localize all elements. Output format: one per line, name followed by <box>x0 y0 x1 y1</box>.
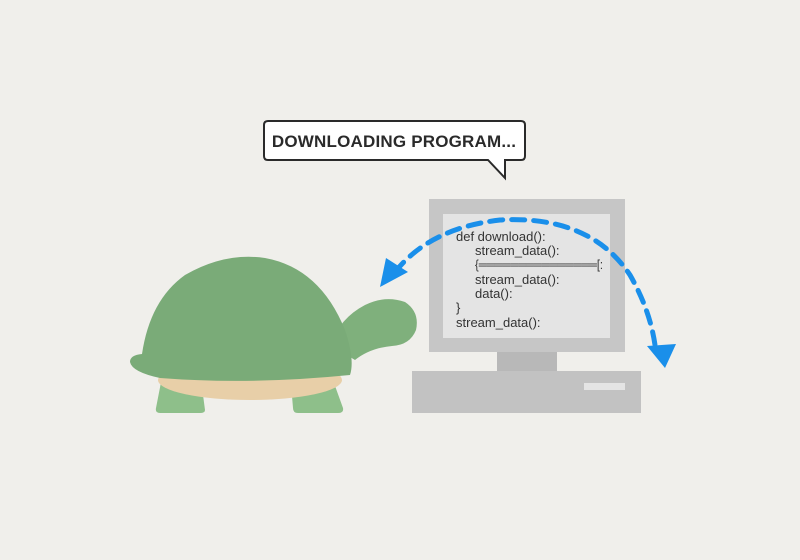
transfer-arrow <box>380 217 676 368</box>
speech-bubble: DOWNLOADING PROGRAM... <box>263 120 526 181</box>
disk-slot <box>584 383 625 390</box>
code-listing: def download(): stream_data(): {════════… <box>456 229 603 330</box>
monitor-stand-neck <box>497 350 557 374</box>
code-line: } <box>456 300 461 315</box>
speech-bubble-outline <box>263 120 526 181</box>
computer-base <box>412 371 641 413</box>
arrow-head-right-icon <box>647 344 676 368</box>
code-line: def download(): <box>456 229 546 244</box>
computer: def download(): stream_data(): {════════… <box>412 199 641 413</box>
turtle-shell <box>130 256 352 381</box>
code-line: stream_data(): <box>456 315 541 330</box>
arrow-arc <box>392 217 658 348</box>
code-line: stream_data(): <box>475 243 560 258</box>
code-line: data(): <box>475 286 513 301</box>
arrow-head-left-icon <box>380 258 408 287</box>
turtle <box>130 256 417 413</box>
code-line: {═══════════════[: <box>475 257 603 272</box>
turtle-head <box>330 299 417 360</box>
speech-bubble-text: DOWNLOADING PROGRAM... <box>272 132 516 151</box>
code-line: stream_data(): <box>475 272 560 287</box>
